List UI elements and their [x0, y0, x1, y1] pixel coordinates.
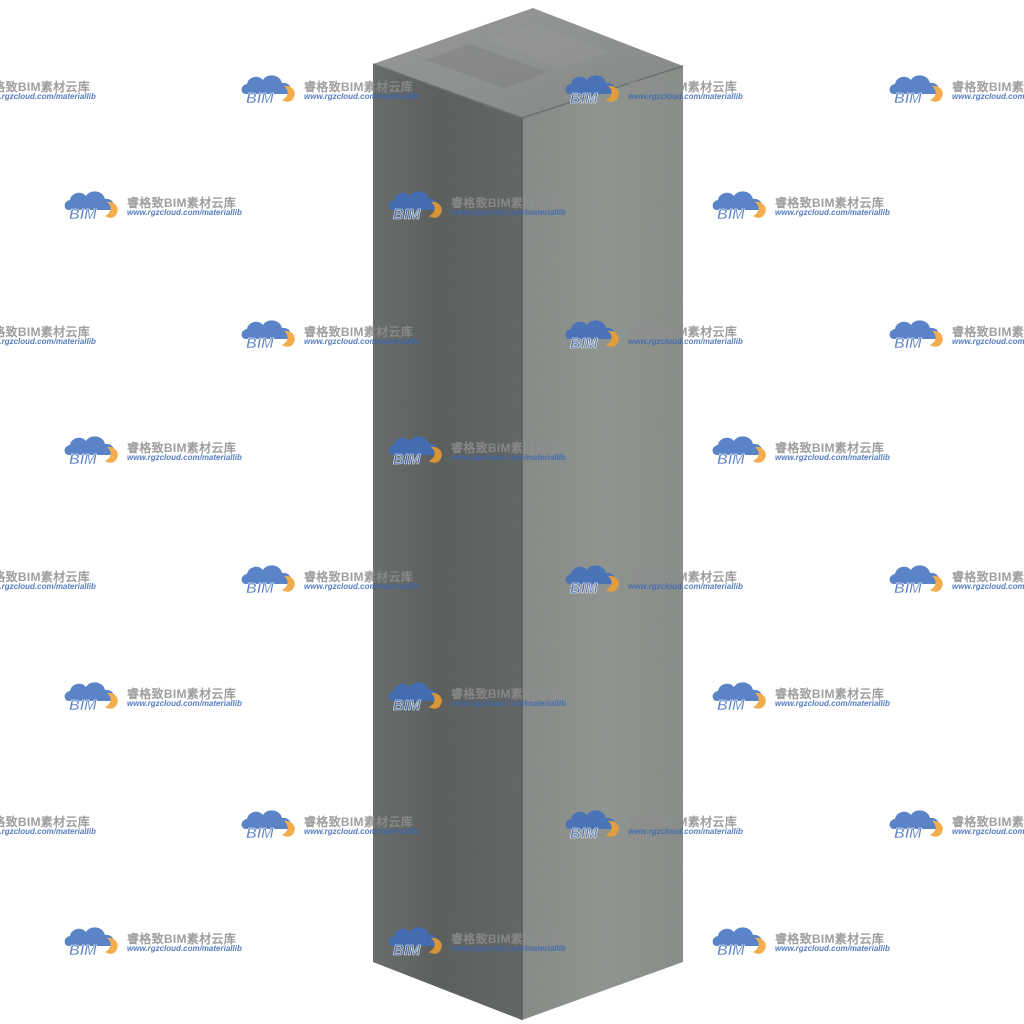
top-surface-patch — [425, 44, 548, 88]
top-surface-patch — [486, 24, 610, 68]
column-left-face — [373, 64, 522, 1020]
column-right-face — [522, 66, 683, 1020]
